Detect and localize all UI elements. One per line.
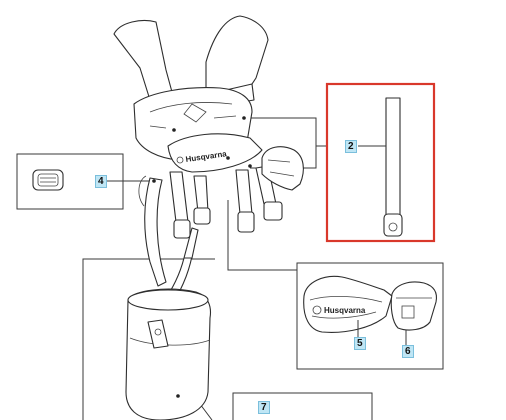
part-7-box: [232, 392, 373, 420]
husqvarna-logo-detail: Husqvarna: [324, 306, 366, 315]
hip-pad-part-5: Husqvarna: [303, 275, 393, 333]
buckle-part-4: [32, 169, 64, 191]
callout-part-2[interactable]: 2: [345, 140, 357, 153]
detail-box-parts-5-6: [296, 262, 444, 370]
bag: [125, 288, 212, 420]
highlight-frame-part-2: [325, 82, 436, 243]
clip-part-6: [390, 281, 438, 331]
callout-part-7[interactable]: 7: [258, 401, 270, 414]
callout-part-4[interactable]: 4: [95, 175, 107, 188]
strap-part-2: [383, 97, 403, 237]
callout-part-6[interactable]: 6: [402, 345, 414, 358]
harness-main: Husqvarna: [113, 15, 304, 309]
callout-part-5[interactable]: 5: [354, 337, 366, 350]
